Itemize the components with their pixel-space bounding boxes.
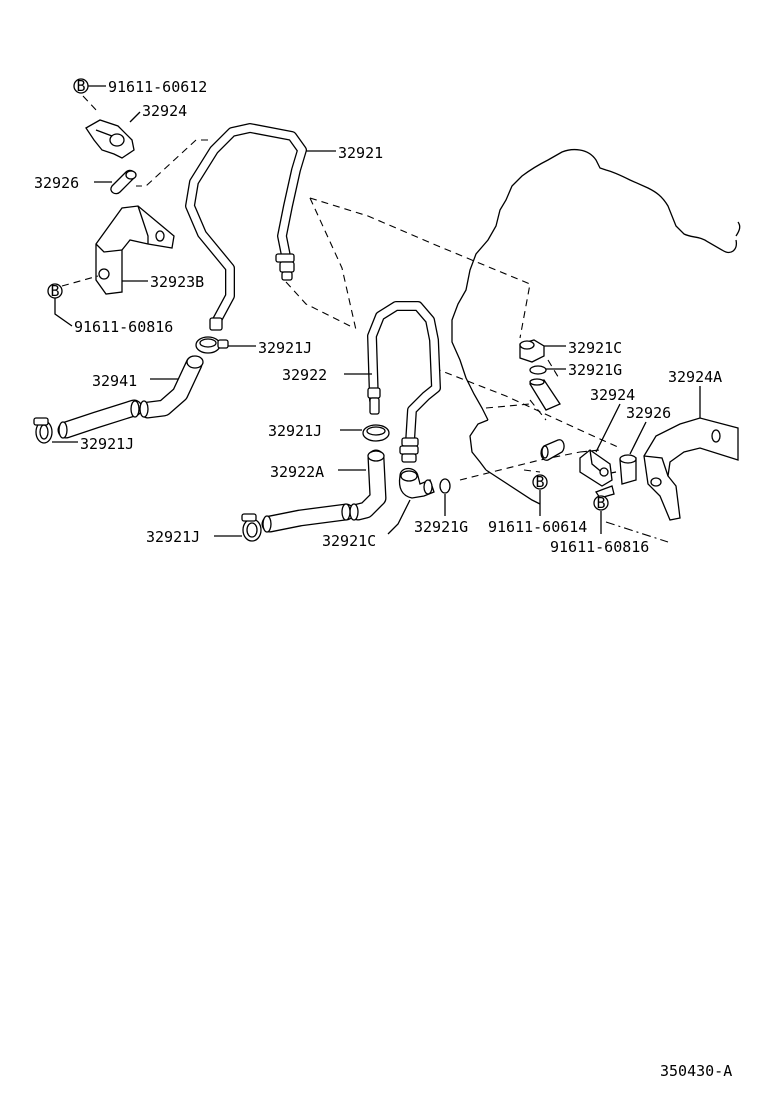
clip-upper-left-part: [195, 336, 229, 354]
label-union-bottom: 32921C: [322, 532, 376, 550]
label-hose-left: 32941: [92, 372, 137, 390]
label-pipe-center: 32922: [282, 366, 327, 384]
label-bracket-left: 32923B: [150, 273, 204, 291]
union-right-part: [519, 339, 545, 363]
label-bolt-left: 91611-60816: [74, 318, 173, 336]
tube-stub-right: [528, 378, 561, 411]
bolt-symbol-right: B: [593, 494, 609, 512]
label-clamp-top: 32924: [142, 102, 187, 120]
label-bolt-top: 91611-60612: [108, 78, 207, 96]
bolt-symbol-left: B: [47, 282, 63, 300]
clamp-top-part: [85, 119, 135, 159]
clip-lower-left-part: [33, 417, 53, 444]
label-bracket-right: 32924A: [668, 368, 722, 386]
tube-stub-center: [540, 439, 565, 461]
clamp-right-part: [579, 449, 615, 499]
pipe-center-part: [367, 301, 441, 463]
bracket-right-part: [643, 417, 739, 521]
bolt-b-glyph-center: B: [535, 473, 544, 491]
label-clip-lower-left: 32921J: [80, 435, 134, 453]
label-clip-bottom: 32921J: [146, 528, 200, 546]
bolt-b-glyph-right: B: [596, 494, 605, 512]
hose-left-part: [57, 355, 204, 439]
bolt-symbol-center: B: [532, 473, 548, 491]
label-union-right: 32921C: [568, 339, 622, 357]
gasket-right-part: [529, 365, 547, 375]
label-clamp-right: 32924: [590, 386, 635, 404]
bolt-b-glyph: B: [76, 77, 85, 95]
union-bottom-part: [398, 467, 435, 499]
bracket-left-part: [95, 205, 175, 295]
label-gasket-right: 32921G: [568, 361, 622, 379]
label-clip-upper-left: 32921J: [258, 339, 312, 357]
bolt-b-glyph-left: B: [50, 282, 59, 300]
gasket-bottom-part: [439, 478, 451, 494]
bolt-symbol-top: B: [73, 77, 89, 95]
diagram-id: 350430-A: [660, 1062, 732, 1080]
label-bolt-right: 91611-60816: [550, 538, 649, 556]
label-hose-small-left: 32926: [34, 174, 79, 192]
hose-small-left-part: [110, 169, 137, 195]
clip-bottom-part: [241, 513, 262, 542]
label-hose-center: 32922A: [270, 463, 324, 481]
label-gasket-bottom: 32921G: [414, 518, 468, 536]
clip-center-part: [362, 424, 390, 442]
pipe-main-part: [185, 123, 307, 331]
label-hose-small-right: 32926: [626, 404, 671, 422]
label-clip-center: 32921J: [268, 422, 322, 440]
hose-small-right-part: [619, 454, 637, 485]
label-pipe-main: 32921: [338, 144, 383, 162]
label-bolt-center: 91611-60614: [488, 518, 587, 536]
hose-center-part: [261, 449, 387, 533]
